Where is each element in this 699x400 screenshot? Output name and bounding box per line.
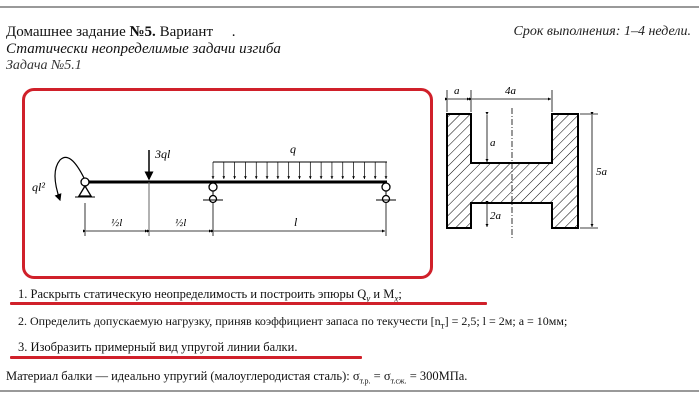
homework-title: Домашнее задание №5. Вариант .: [6, 24, 236, 41]
section-dimension-lines: [444, 90, 598, 229]
task-number: Задача №5.1: [6, 58, 82, 73]
material-note: Материал балки — идеально упругий (малоу…: [6, 369, 467, 386]
dim-4a: 4a: [505, 85, 517, 97]
material-text: Материал балки — идеально упругий (малоу…: [6, 369, 360, 383]
beam-diagram: ql² 3ql q ½l ½l l a 4a a 2a 5a: [32, 85, 608, 238]
item-2-sub: т: [440, 320, 445, 331]
moment-arrow: [54, 156, 85, 202]
item-1-sub-y: y: [366, 293, 371, 304]
force-label: 3ql: [154, 147, 171, 161]
title-text: Домашнее задание: [6, 24, 130, 40]
material-sub1: т.р.: [359, 376, 371, 386]
deadline: Срок выполнения: 1–4 недели.: [513, 24, 691, 39]
dimension-lines: [82, 203, 387, 236]
top-rule: [0, 6, 699, 8]
distributed-load-label: q: [290, 142, 296, 156]
pinned-support-left: [75, 177, 95, 198]
dim-half-l-2: ½l: [175, 217, 186, 229]
item-3-underline: [10, 356, 362, 359]
beam-highlight-box: [22, 88, 433, 279]
dim-a-inner: a: [490, 137, 496, 149]
item-2-text: 2. Определить допускаемую нагрузку, прин…: [18, 314, 441, 328]
dim-a-top: a: [454, 85, 460, 97]
i-section-shape: [446, 113, 579, 229]
item-1: 1. Раскрыть статическую неопределимость …: [18, 287, 402, 304]
item-1-sub-x: x: [394, 293, 399, 304]
material-sub2: т.сж.: [390, 376, 407, 386]
bottom-rule: [0, 390, 699, 392]
dim-l: l: [294, 215, 298, 229]
roller-support-middle: [203, 182, 223, 204]
roller-support-right: [376, 182, 396, 204]
dim-2a: 2a: [490, 210, 502, 222]
moment-label: ql²: [32, 180, 45, 194]
material-end: = 300МПа.: [406, 369, 468, 383]
material-mid: = σ: [370, 369, 391, 383]
dim-half-l-1: ½l: [111, 217, 122, 229]
title-number: №5.: [129, 24, 156, 40]
distributed-load-arrows: [211, 162, 388, 179]
title-variant: Вариант .: [155, 24, 236, 40]
dim-5a: 5a: [596, 166, 608, 178]
item-1-underline: [10, 302, 487, 305]
item-2: 2. Определить допускаемую нагрузку, прин…: [18, 314, 567, 330]
item-1-text2: и M: [370, 287, 395, 301]
item-3: 3. Изобразить примерный вид упругой лини…: [18, 340, 298, 354]
subtitle: Статически неопределимые задачи изгиба: [6, 41, 281, 57]
item-1-text: 1. Раскрыть статическую неопределимость …: [18, 287, 367, 301]
item-2-text2: ] = 2,5; l = 2м; a = 10мм;: [444, 314, 568, 328]
item-1-end: ;: [398, 287, 402, 301]
cross-section: a 4a a 2a 5a: [444, 85, 608, 238]
